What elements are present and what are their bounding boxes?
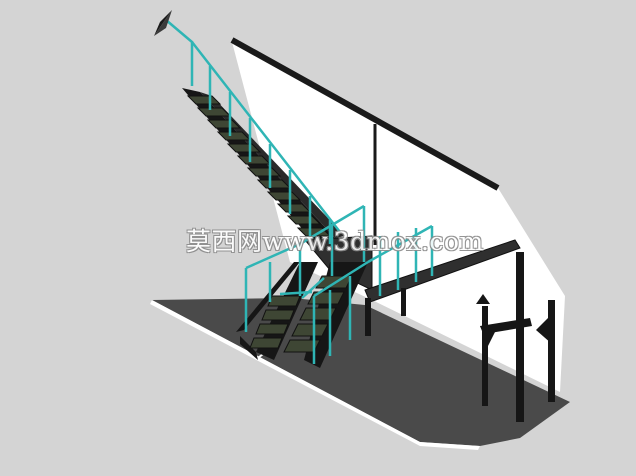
trestle-frame bbox=[476, 252, 555, 422]
back-wall bbox=[232, 42, 565, 392]
lower-flight-left bbox=[236, 262, 318, 360]
floor-slab bbox=[152, 298, 570, 446]
upper-flight-treads bbox=[186, 95, 332, 237]
wall-top-edge bbox=[230, 37, 500, 191]
watermark: 莫西网www.3dmox.com bbox=[186, 227, 484, 256]
handrails bbox=[165, 19, 434, 364]
walkway-supports bbox=[365, 288, 406, 336]
